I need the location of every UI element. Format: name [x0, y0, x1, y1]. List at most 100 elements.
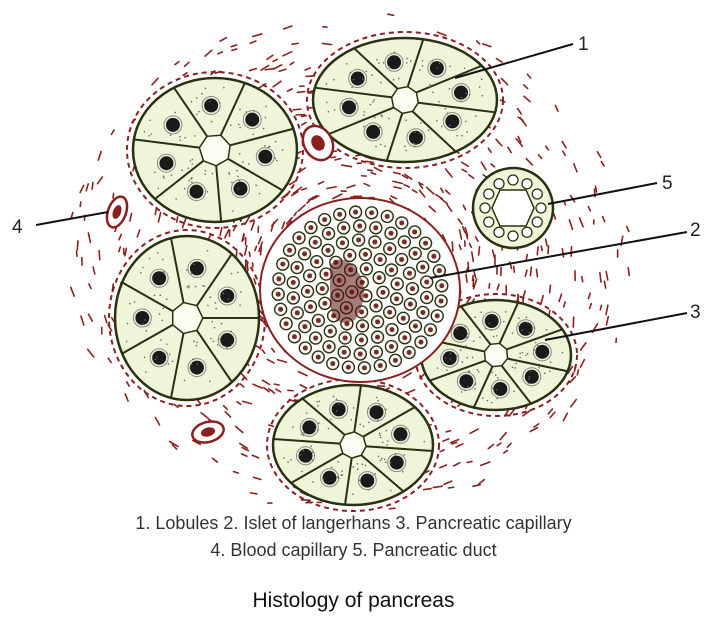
tissue-fiber	[331, 157, 335, 158]
granule	[221, 323, 223, 325]
granule	[468, 371, 470, 373]
granule	[341, 103, 343, 105]
tissue-fiber	[460, 230, 462, 239]
tissue-fiber	[119, 234, 121, 239]
tissue-fiber	[600, 305, 601, 309]
islet-nucleus	[313, 240, 318, 245]
tissue-fiber	[274, 384, 279, 385]
granule	[385, 409, 387, 411]
tissue-fiber	[218, 52, 223, 54]
tissue-fiber	[88, 314, 92, 321]
tissue-fiber	[220, 38, 226, 42]
granule	[160, 339, 162, 341]
granule	[209, 296, 211, 298]
tissue-fiber	[374, 168, 381, 172]
granule	[449, 88, 451, 90]
callout-1: 1	[578, 34, 589, 55]
granule	[406, 58, 408, 60]
islet-nucleus	[280, 262, 285, 267]
islet-nucleus	[435, 313, 440, 318]
tissue-fiber	[125, 394, 128, 401]
tissue-fiber	[271, 390, 274, 393]
tissue-fiber	[536, 269, 537, 277]
granule	[341, 470, 343, 472]
tissue-fiber	[130, 213, 132, 221]
granule	[144, 356, 146, 358]
granule	[255, 185, 257, 187]
islet-nucleus	[302, 324, 307, 329]
granule	[154, 171, 156, 173]
granule	[518, 326, 520, 328]
granule	[184, 137, 186, 139]
granule	[400, 439, 402, 441]
islet-nucleus	[378, 257, 383, 262]
islet-nucleus	[401, 316, 406, 321]
granule	[144, 131, 146, 133]
tissue-fiber	[388, 14, 394, 15]
tissue-fiber	[297, 92, 304, 93]
granule	[428, 129, 430, 131]
granule	[487, 400, 489, 402]
granule	[218, 338, 220, 340]
granule	[404, 454, 406, 456]
granule	[445, 357, 447, 359]
granule	[162, 320, 164, 322]
granule	[384, 459, 386, 461]
granule	[432, 91, 434, 93]
islet-nucleus	[326, 231, 331, 236]
granule	[477, 369, 479, 371]
granule	[495, 374, 497, 376]
granule	[209, 380, 211, 382]
granule	[163, 175, 165, 177]
islet-nucleus	[413, 324, 418, 329]
granule	[444, 108, 446, 110]
islet-nucleus	[412, 229, 417, 234]
tissue-fiber	[77, 241, 78, 250]
granule	[512, 366, 514, 368]
granule	[379, 434, 381, 436]
tissue-fiber	[278, 360, 287, 363]
tissue-fiber	[472, 275, 473, 280]
granule	[338, 404, 340, 406]
tissue-fiber	[538, 155, 541, 159]
tissue-fiber	[601, 162, 604, 166]
islet-nucleus	[326, 248, 331, 253]
granule	[312, 459, 314, 461]
tissue-fiber	[300, 385, 306, 388]
tissue-fiber	[247, 264, 248, 270]
granule	[388, 66, 390, 68]
tissue-fiber	[597, 152, 601, 158]
granule	[405, 150, 407, 152]
tissue-fiber	[562, 142, 566, 148]
islet-nucleus	[408, 302, 413, 307]
granule	[166, 343, 168, 345]
acinus-bottom	[267, 379, 439, 511]
granule	[464, 390, 466, 392]
islet-nucleus	[420, 310, 425, 315]
granule	[361, 463, 363, 465]
granule	[192, 359, 194, 361]
granule	[195, 286, 197, 288]
tissue-fiber	[98, 177, 103, 184]
cell-nucleus	[166, 118, 180, 132]
tissue-fiber	[89, 284, 91, 289]
tissue-fiber	[467, 461, 472, 462]
granule	[171, 174, 173, 176]
granule	[376, 397, 378, 399]
granule	[352, 493, 354, 495]
granule	[253, 110, 255, 112]
cell-nucleus	[409, 131, 423, 145]
granule	[202, 285, 204, 287]
granule	[393, 79, 395, 81]
granule	[201, 93, 203, 95]
tissue-fiber	[462, 169, 467, 172]
granule	[308, 461, 310, 463]
tissue-fiber	[276, 389, 281, 392]
islet-nucleus	[375, 335, 380, 340]
granule	[193, 341, 195, 343]
granule	[379, 433, 381, 435]
cell-nucleus	[493, 382, 507, 396]
tissue-fiber	[497, 284, 499, 289]
granule	[436, 120, 438, 122]
granule	[515, 363, 517, 365]
